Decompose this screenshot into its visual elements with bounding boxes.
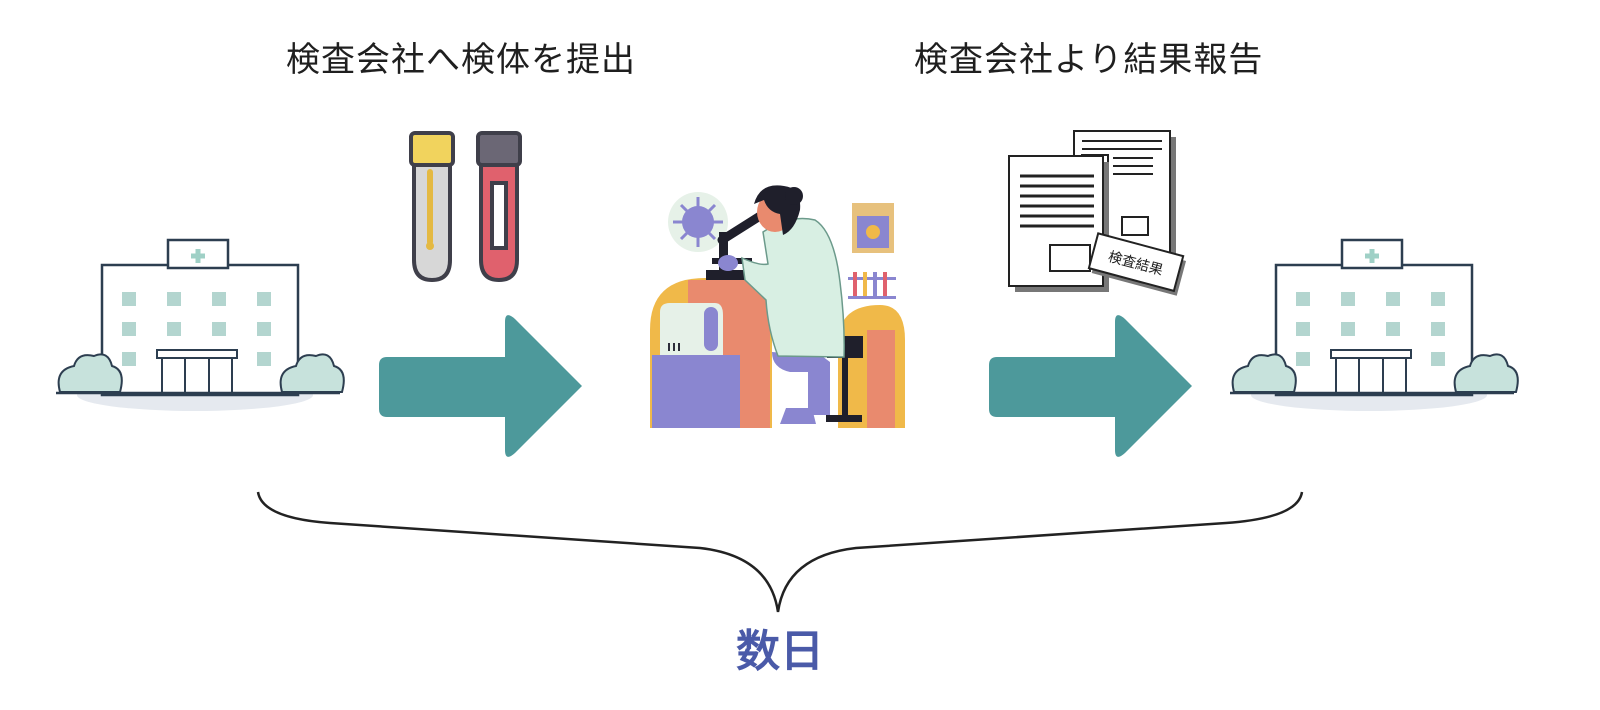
report-documents-icon: 検査結果 <box>1008 130 1187 296</box>
duration-brace <box>256 491 1304 613</box>
duration-label: 数日 <box>736 626 824 677</box>
step-label-result-report: 検査会社より結果報告 <box>914 40 1264 80</box>
arrow-right-icon <box>379 315 582 457</box>
hospital-icon <box>56 238 345 411</box>
test-tubes-icon <box>409 131 522 283</box>
step-label-submit-specimen: 検査会社へ検体を提出 <box>286 40 636 80</box>
hospital-icon <box>1230 238 1519 411</box>
arrow-right-icon <box>989 315 1192 457</box>
lab-scientist-icon <box>650 185 905 428</box>
